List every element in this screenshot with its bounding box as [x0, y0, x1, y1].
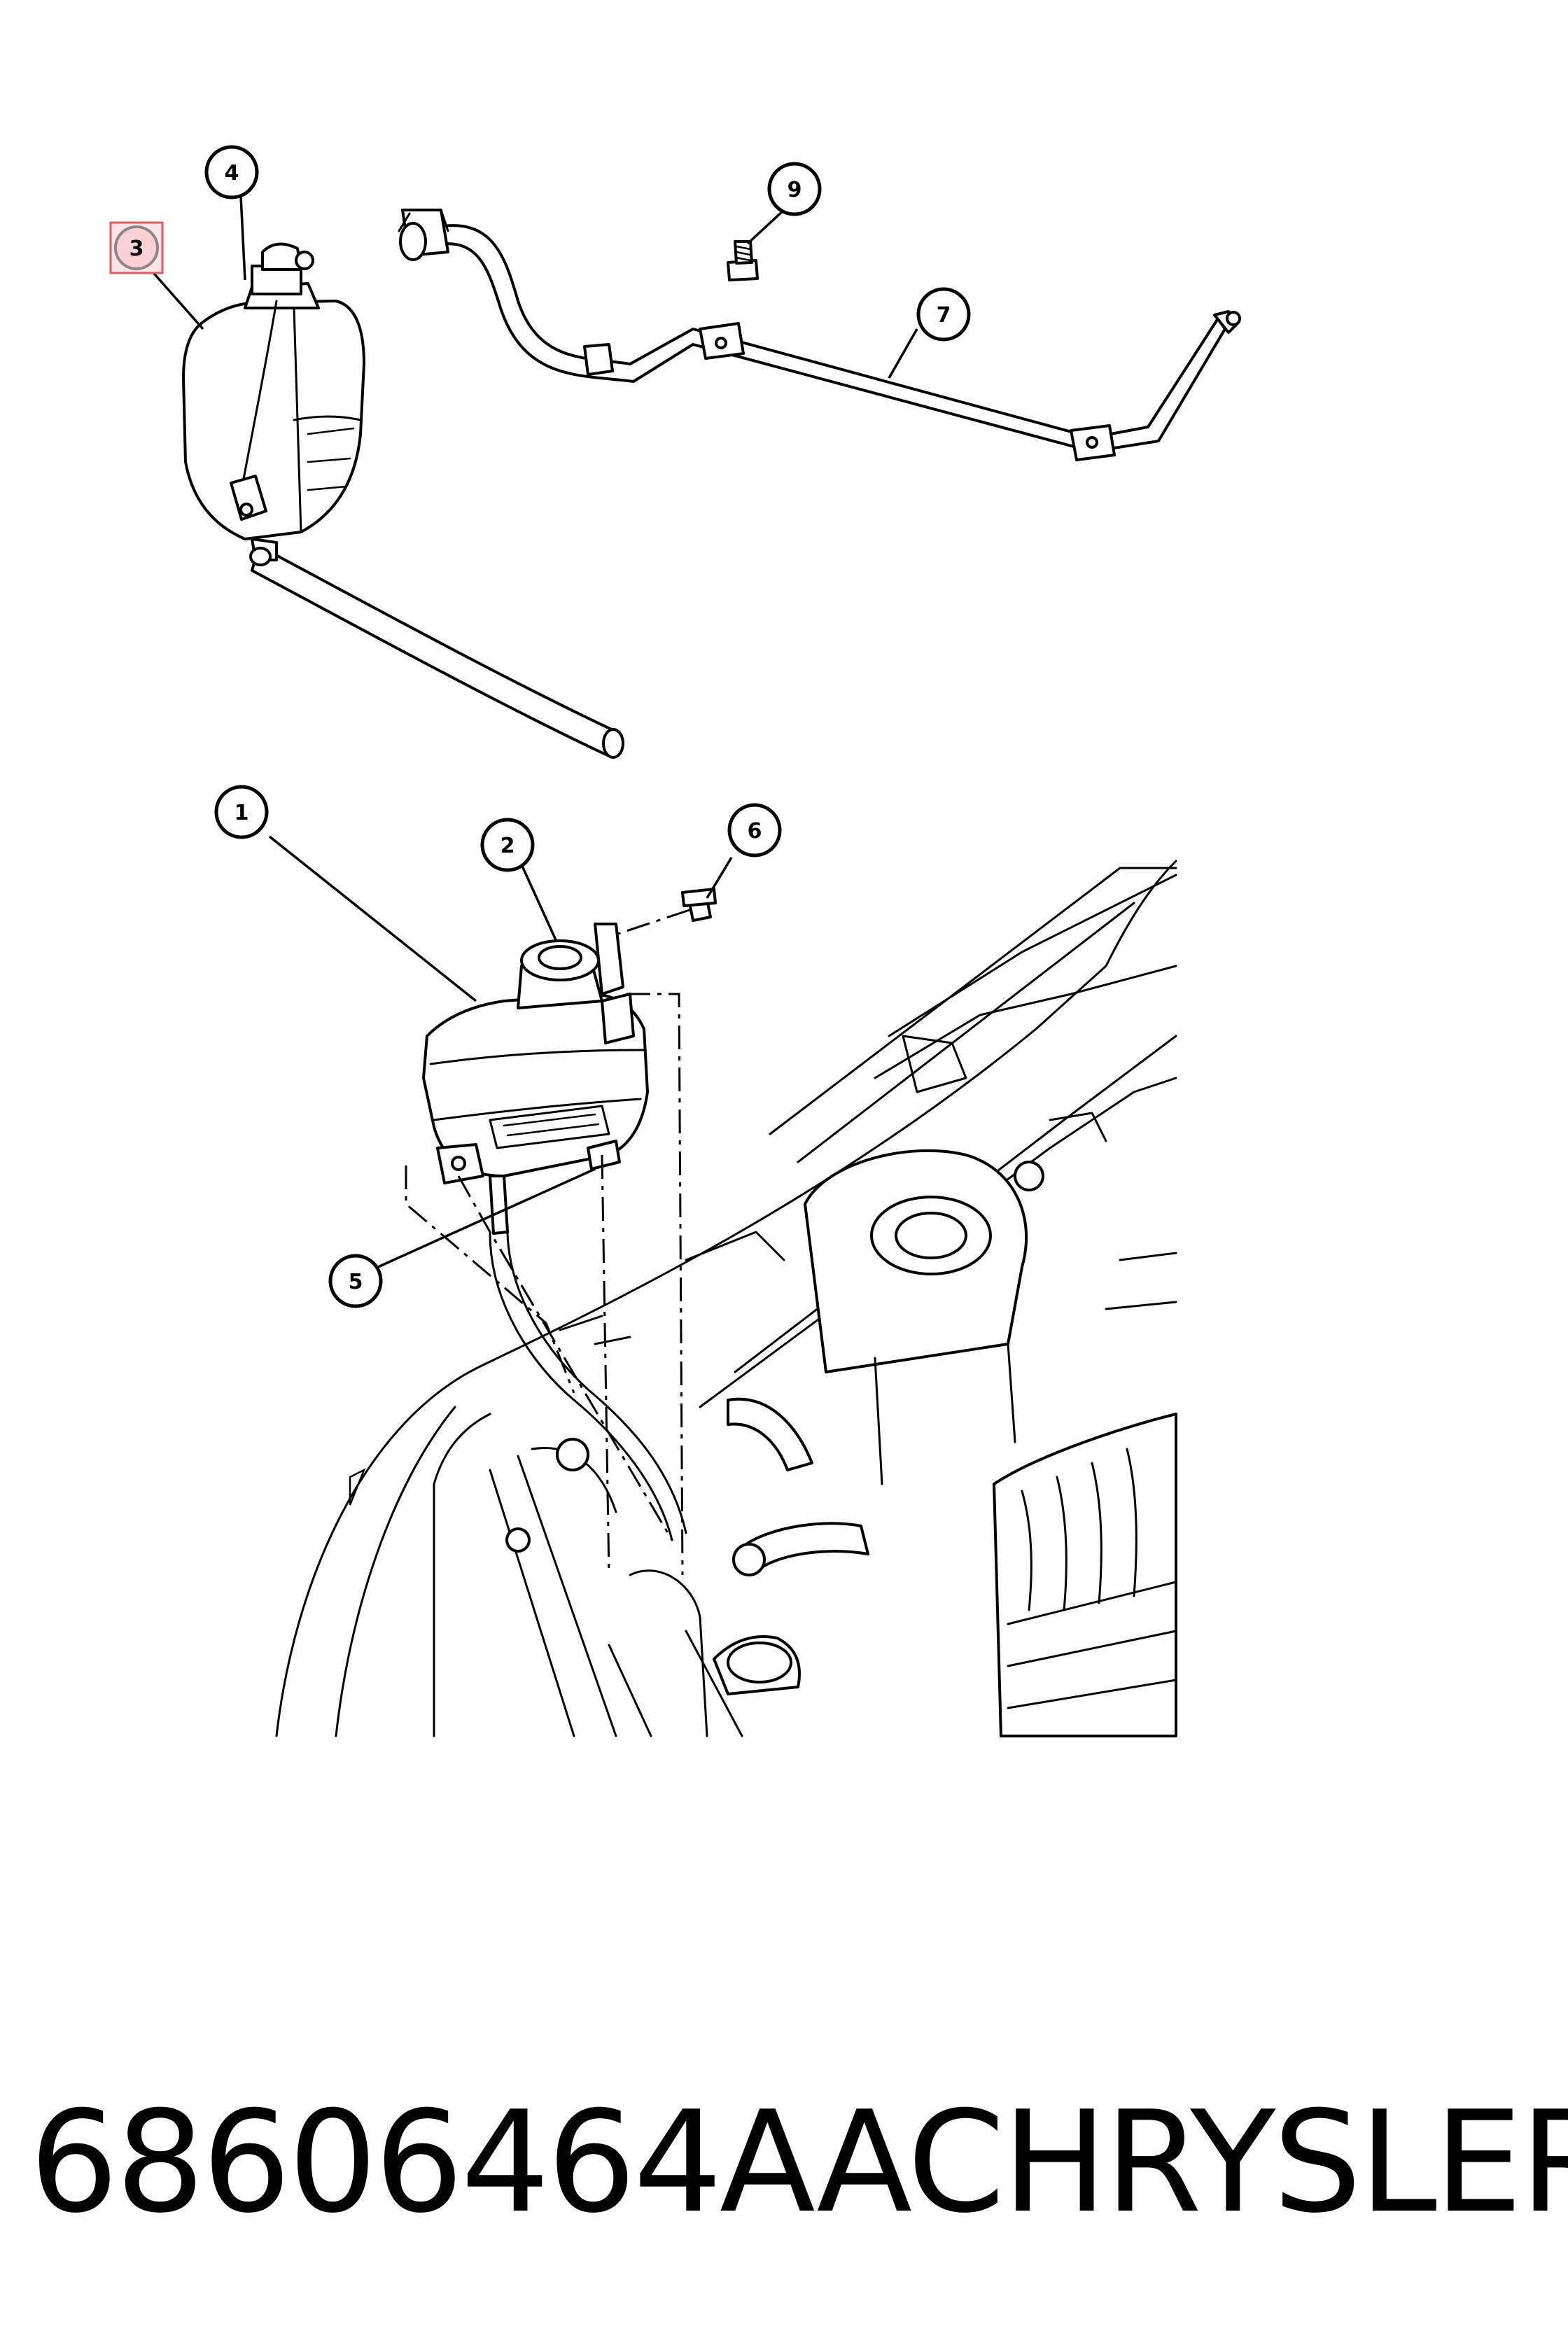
callout-9-label: 9 — [788, 178, 802, 202]
coolant-reservoir-detail — [182, 242, 624, 759]
callout-1-label: 1 — [234, 801, 249, 825]
callout-5[interactable]: 5 — [328, 1254, 383, 1308]
callout-7-label: 7 — [937, 303, 951, 328]
callout-3-highlighted[interactable]: 3 — [109, 221, 164, 274]
callout-5-label: 5 — [349, 1270, 363, 1294]
expansion-bottle-detail — [422, 923, 687, 1541]
callout-4[interactable]: 4 — [204, 145, 259, 200]
callout-7[interactable]: 7 — [916, 287, 971, 342]
screw-detail — [681, 888, 717, 922]
bolt-detail — [727, 240, 759, 281]
callout-6-label: 6 — [748, 819, 762, 844]
callout-1[interactable]: 1 — [214, 785, 269, 839]
brand-text: CHRYSLER — [907, 2081, 1568, 2244]
engine-bay-detail — [275, 860, 1177, 1737]
leader-lines — [149, 195, 918, 1268]
installation-lines — [405, 909, 690, 1576]
callout-3-label: 3 — [130, 237, 144, 261]
part-number-text: 68606464AA — [29, 2081, 912, 2244]
callout-4-label: 4 — [225, 161, 239, 186]
callout-6[interactable]: 6 — [727, 803, 782, 858]
callout-9[interactable]: 9 — [767, 162, 822, 216]
callout-2[interactable]: 2 — [480, 818, 535, 872]
callout-2-label: 2 — [500, 834, 515, 858]
coolant-tube-detail — [398, 209, 1241, 461]
